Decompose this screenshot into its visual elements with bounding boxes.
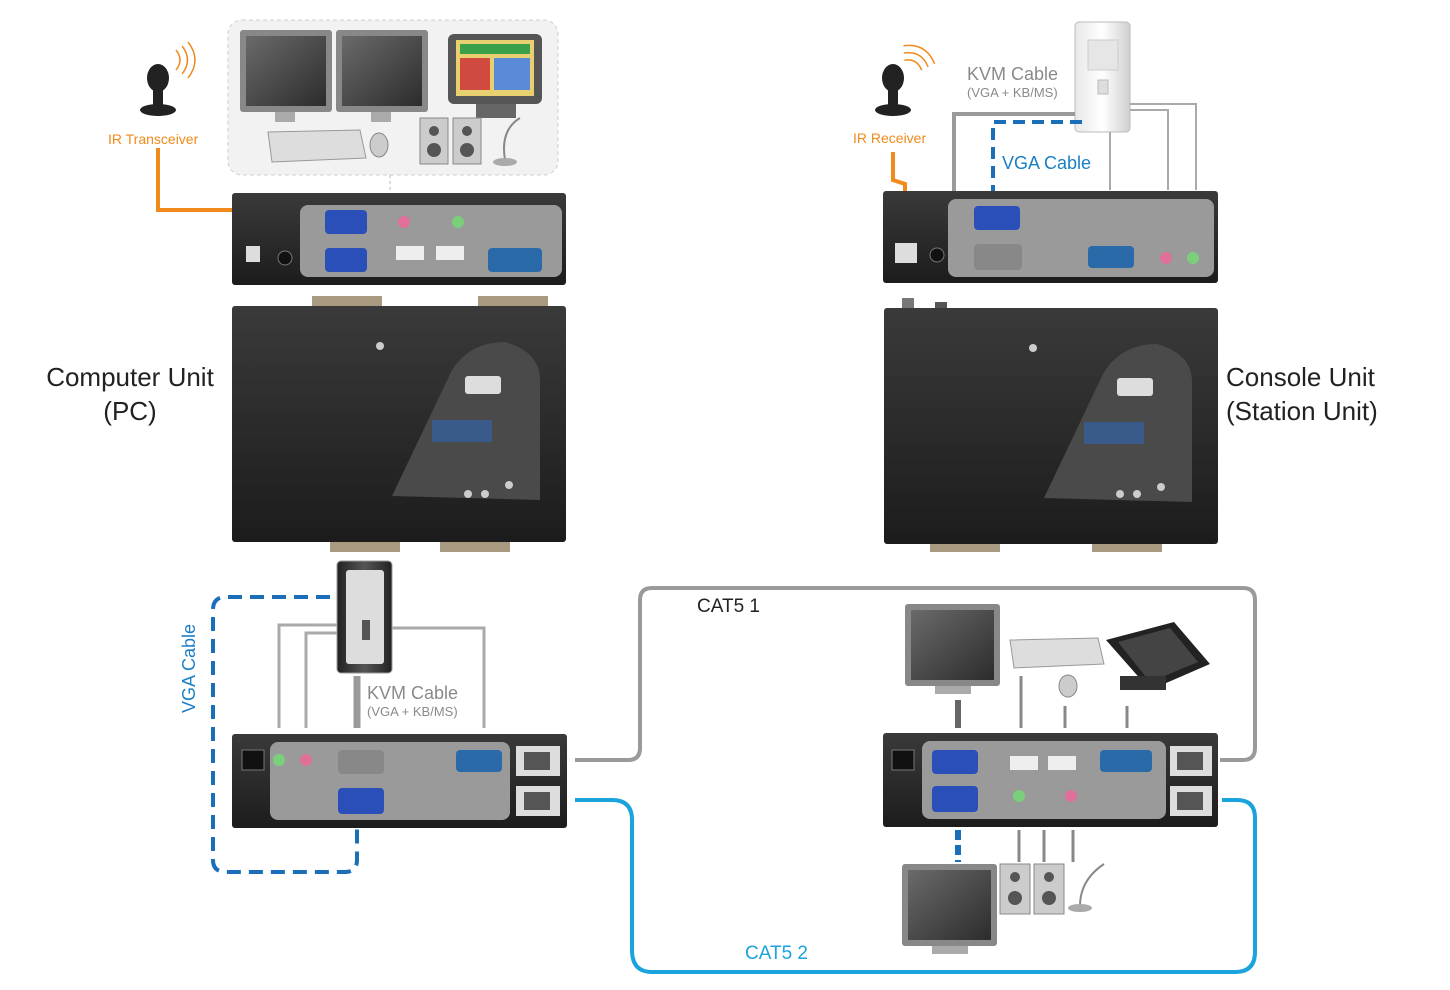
keyboard-icon [267, 129, 367, 163]
touchscreen-icon [1106, 622, 1210, 690]
kvm-cable-label-bottom: KVM Cable (VGA + KB/MS) [367, 683, 458, 719]
ir-transceiver-label: IR Transceiver [108, 131, 199, 147]
vga-cable-label-left: VGA Cable [179, 623, 200, 714]
touchscreen-icon [448, 34, 542, 118]
pc-tower-bottom-icon [336, 560, 393, 674]
console-unit-top-view [884, 298, 1218, 552]
speaker-icon [999, 863, 1065, 915]
computer-unit-label: Computer Unit [46, 362, 214, 392]
microphone-icon [1068, 863, 1105, 912]
cat5-2-cable [575, 798, 1257, 974]
microphone-icon [493, 117, 521, 166]
computer-unit-front-panel [232, 734, 567, 828]
computer-unit-sublabel: (PC) [103, 396, 157, 426]
cat5-2-label: CAT5 2 [745, 943, 809, 964]
ir-receiver-label: IR Receiver [853, 130, 927, 146]
computer-peripherals-group [227, 19, 559, 193]
console-unit-title: Console Unit (Station Unit) [1226, 360, 1378, 428]
mouse-icon [1058, 674, 1078, 698]
mouse-icon [369, 132, 389, 158]
audio-cables-bottom [1017, 830, 1075, 862]
tower-cables-top [1109, 103, 1197, 190]
monitor-icon [902, 864, 997, 954]
vga-cable-bottom-left [211, 595, 359, 874]
computer-unit-rear-panel [232, 193, 566, 285]
kvm-cable-subtitle: (VGA + KB/MS) [967, 85, 1058, 100]
cat5-1-cable [575, 586, 1257, 762]
pc-tower-top-icon [1074, 21, 1131, 133]
monitor-icon [240, 30, 332, 122]
ir-receiver-icon [875, 44, 936, 116]
ir-transceiver-icon [140, 41, 196, 116]
computer-unit-top-view [232, 296, 566, 552]
kvm-cable-subtitle: (VGA + KB/MS) [367, 704, 458, 719]
kvm-cable-label-top: KVM Cable (VGA + KB/MS) [967, 64, 1058, 100]
monitor-icon [905, 604, 1000, 694]
tower-cables-bottom [277, 623, 486, 728]
console-unit-label: Console Unit [1226, 362, 1375, 392]
monitor-icon [336, 30, 428, 122]
cat5-1-label: CAT5 1 [697, 596, 761, 617]
speaker-icon [419, 117, 482, 165]
vga-cable-top [991, 120, 1082, 192]
computer-unit-title: Computer Unit (PC) [30, 360, 230, 428]
keyboard-icon [1009, 637, 1105, 669]
kvm-cable-title: KVM Cable [367, 683, 459, 703]
kvm-cable-title: KVM Cable [967, 64, 1059, 84]
console-unit-rear-panel [883, 191, 1218, 283]
console-unit-front-panel [883, 733, 1218, 827]
console-unit-sublabel: (Station Unit) [1226, 396, 1378, 426]
vga-cable-label-top: VGA Cable [1002, 153, 1092, 173]
